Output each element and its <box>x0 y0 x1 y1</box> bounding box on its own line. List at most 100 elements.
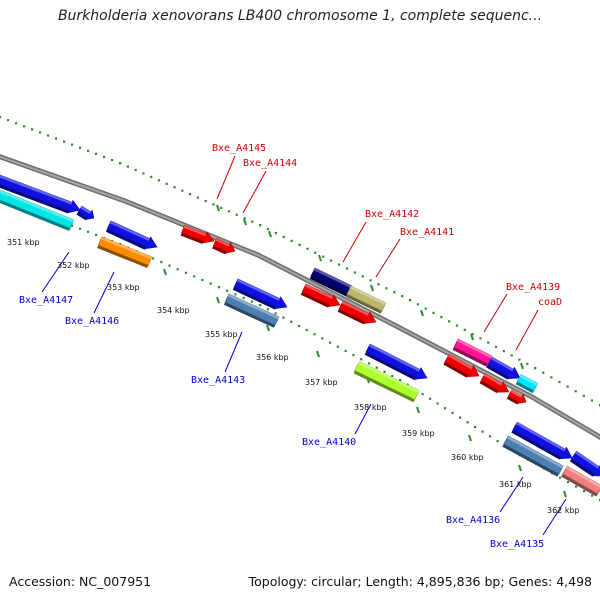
tick-top-dot <box>526 362 529 365</box>
tick-bottom-dot <box>259 304 262 307</box>
gene-bxe-a4147-shadow <box>0 199 71 231</box>
leader-line <box>499 476 524 513</box>
major-tick <box>318 254 322 262</box>
tick-top-dot <box>345 267 349 270</box>
gene-bxe-a4139-highlight <box>456 339 492 359</box>
tick-bottom-dot <box>436 402 439 405</box>
gene-label[interactable]: Bxe_A4140 <box>302 437 356 448</box>
gene-bxe-a4143[interactable] <box>223 293 280 328</box>
gene-feature-shadow <box>479 380 499 394</box>
tick-bottom-dot <box>591 494 594 497</box>
tick-top-dot <box>314 251 317 254</box>
tick-top-dot <box>369 279 372 282</box>
gene-bxe-a4146[interactable] <box>97 236 153 268</box>
major-tick <box>563 490 567 498</box>
tick-bottom-dot <box>242 296 245 300</box>
gene-label[interactable]: Bxe_A4142 <box>365 209 419 220</box>
gene-feature[interactable] <box>76 205 95 221</box>
gene-bxe-a4141-shadow <box>345 294 382 314</box>
tick-bottom-dot <box>87 230 90 233</box>
tick-top-dot <box>157 179 161 182</box>
tick-top-dot <box>63 140 66 143</box>
gene-feature[interactable] <box>337 300 377 325</box>
gene-feature[interactable] <box>364 343 428 381</box>
tick-top-dot <box>574 390 577 393</box>
gene-bxe-a4136-shadow <box>502 444 559 477</box>
leader-line <box>342 221 367 263</box>
gene-bxe-a4142[interactable] <box>309 267 353 297</box>
gene-label[interactable]: Bxe_A4136 <box>446 515 500 526</box>
tick-top-dot <box>432 311 435 314</box>
gene-bxe-a4147[interactable] <box>0 189 75 231</box>
tick-bottom-dot <box>399 379 402 382</box>
tick-bottom-dot <box>567 481 570 484</box>
major-tick <box>520 362 524 370</box>
tick-top-dot <box>542 371 545 374</box>
gene-bxe-a4144-shadow <box>212 245 227 255</box>
tick-top-dot <box>353 271 356 274</box>
major-tick <box>216 296 220 304</box>
leader-line <box>216 155 236 200</box>
gene-label[interactable]: coaD <box>538 297 562 308</box>
gene-bxe-a4139[interactable] <box>452 338 493 367</box>
tick-top-dot <box>416 303 420 306</box>
kbp-marker: 355 kbp <box>205 330 238 339</box>
tick-bottom-dot <box>201 278 204 282</box>
gene-feature[interactable] <box>105 220 158 250</box>
tick-bottom-dot <box>383 370 386 373</box>
gene-label[interactable]: Bxe_A4144 <box>243 158 297 169</box>
gene-bxe-a4148-partial--shadow <box>0 184 70 214</box>
tick-top-dot <box>550 376 553 379</box>
gene-coad[interactable] <box>515 374 539 394</box>
gene-feature-body <box>301 283 341 307</box>
gene-label[interactable]: Bxe_A4141 <box>400 227 454 238</box>
gene-feature[interactable] <box>511 421 573 460</box>
gene-label[interactable]: Bxe_A4143 <box>191 375 245 386</box>
gene-feature-body <box>487 356 521 380</box>
leader-line <box>375 238 401 278</box>
tick-bottom-dot <box>329 341 332 344</box>
gene-feature[interactable] <box>300 283 341 308</box>
gene-bxe-a4140-highlight <box>358 361 420 393</box>
tick-track-bottom <box>0 197 600 502</box>
tick-bottom-dot <box>421 393 424 396</box>
gene-bxe-a4142-highlight <box>313 268 352 289</box>
gene-bxe-a4140[interactable] <box>353 361 420 403</box>
gene-bxe-a4135[interactable] <box>561 465 600 497</box>
tick-top-dot <box>212 203 215 206</box>
gene-feature[interactable] <box>506 389 527 405</box>
gene-bxe-a4145[interactable] <box>180 224 215 244</box>
tick-top-dot <box>111 158 114 162</box>
gene-feature[interactable] <box>486 356 521 380</box>
gene-label[interactable]: Bxe_A4145 <box>212 143 266 154</box>
gene-feature-highlight <box>483 373 503 386</box>
gene-feature-shadow <box>506 396 519 405</box>
gene-label[interactable]: Bxe_A4146 <box>65 316 119 327</box>
gene-bxe-a4148-partial-[interactable] <box>0 174 81 214</box>
gene-label[interactable]: Bxe_A4147 <box>19 295 73 306</box>
tick-top-dot <box>463 328 466 331</box>
gene-bxe-a4144[interactable] <box>212 238 236 255</box>
gene-feature-body <box>571 450 600 477</box>
tick-top-dot <box>55 137 58 140</box>
tick-top-dot <box>71 143 74 146</box>
gene-feature[interactable] <box>443 353 480 378</box>
tick-bottom-dot <box>360 358 363 361</box>
gene-bxe-a4136[interactable] <box>502 435 564 477</box>
gene-feature-shadow <box>337 309 365 325</box>
gene-bxe-a4136-body <box>503 435 564 475</box>
gene-bxe-a4136-highlight <box>507 436 564 469</box>
gene-feature[interactable] <box>232 278 288 310</box>
gene-bxe-a4141[interactable] <box>345 285 387 314</box>
gene-feature-highlight <box>448 354 473 370</box>
gene-feature-highlight <box>575 451 600 469</box>
gene-bxe-a4146-highlight <box>100 236 152 260</box>
gene-feature[interactable] <box>479 373 510 394</box>
gene-label[interactable]: Bxe_A4139 <box>506 282 560 293</box>
tick-top-dot <box>558 380 561 384</box>
tick-top-dot <box>401 295 404 298</box>
gene-feature[interactable] <box>569 450 600 477</box>
gene-label[interactable]: Bxe_A4135 <box>490 539 544 550</box>
